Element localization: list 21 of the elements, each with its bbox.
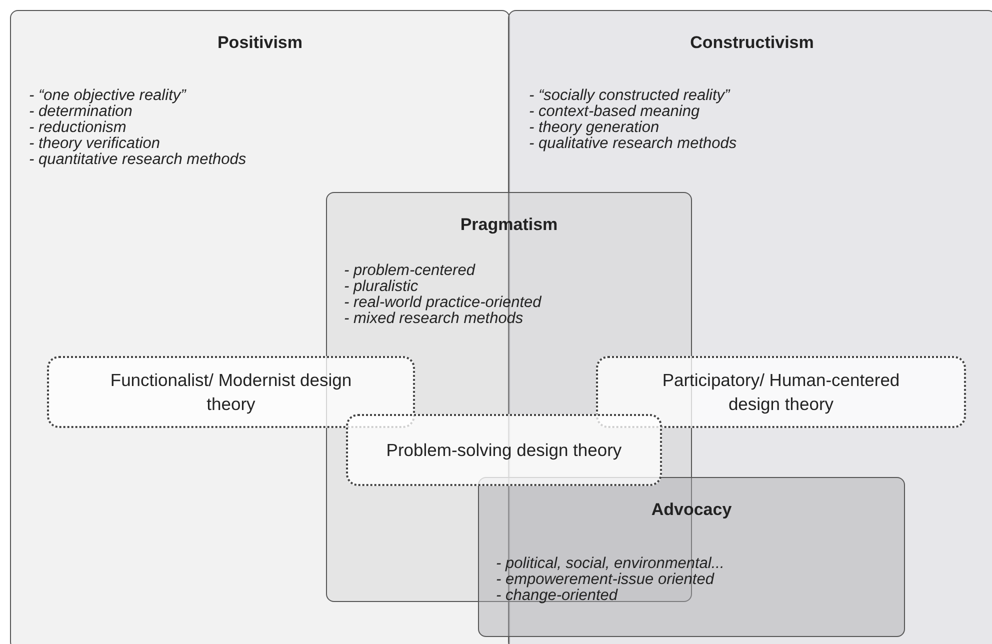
theory-label: Problem-solving design theory xyxy=(385,439,623,462)
panel-heading: Positivism xyxy=(217,33,303,53)
theory-label: Participatory/ Human-centered design theory xyxy=(661,369,901,416)
bullet-item: - quantitative research methods xyxy=(29,152,246,168)
panel-heading: Constructivism xyxy=(690,33,814,53)
bullet-item: - reductionism xyxy=(29,120,126,136)
bullet-item: - problem-centered xyxy=(344,263,475,279)
panel-heading: Advocacy xyxy=(651,500,732,520)
theory-label: Functionalist/ Modernist design theory xyxy=(109,369,353,416)
bullet-item: - political, social, environmental... xyxy=(496,556,724,572)
bullet-item: - pluralistic xyxy=(344,279,418,295)
bullet-item: - empowerement-issue oriented xyxy=(496,572,714,588)
bullet-item: - “one objective reality” xyxy=(29,88,186,104)
bullet-item: - theory generation xyxy=(529,120,660,136)
rounded-panel xyxy=(478,477,905,637)
bullet-item: - change-oriented xyxy=(496,588,618,604)
bullet-item: - determination xyxy=(29,104,132,120)
bullet-item: - “socially constructed reality” xyxy=(529,88,730,104)
bullet-item: - theory verification xyxy=(29,136,160,152)
bullet-item: - qualitative research methods xyxy=(529,136,737,152)
bullet-item: - context-based meaning xyxy=(529,104,700,120)
